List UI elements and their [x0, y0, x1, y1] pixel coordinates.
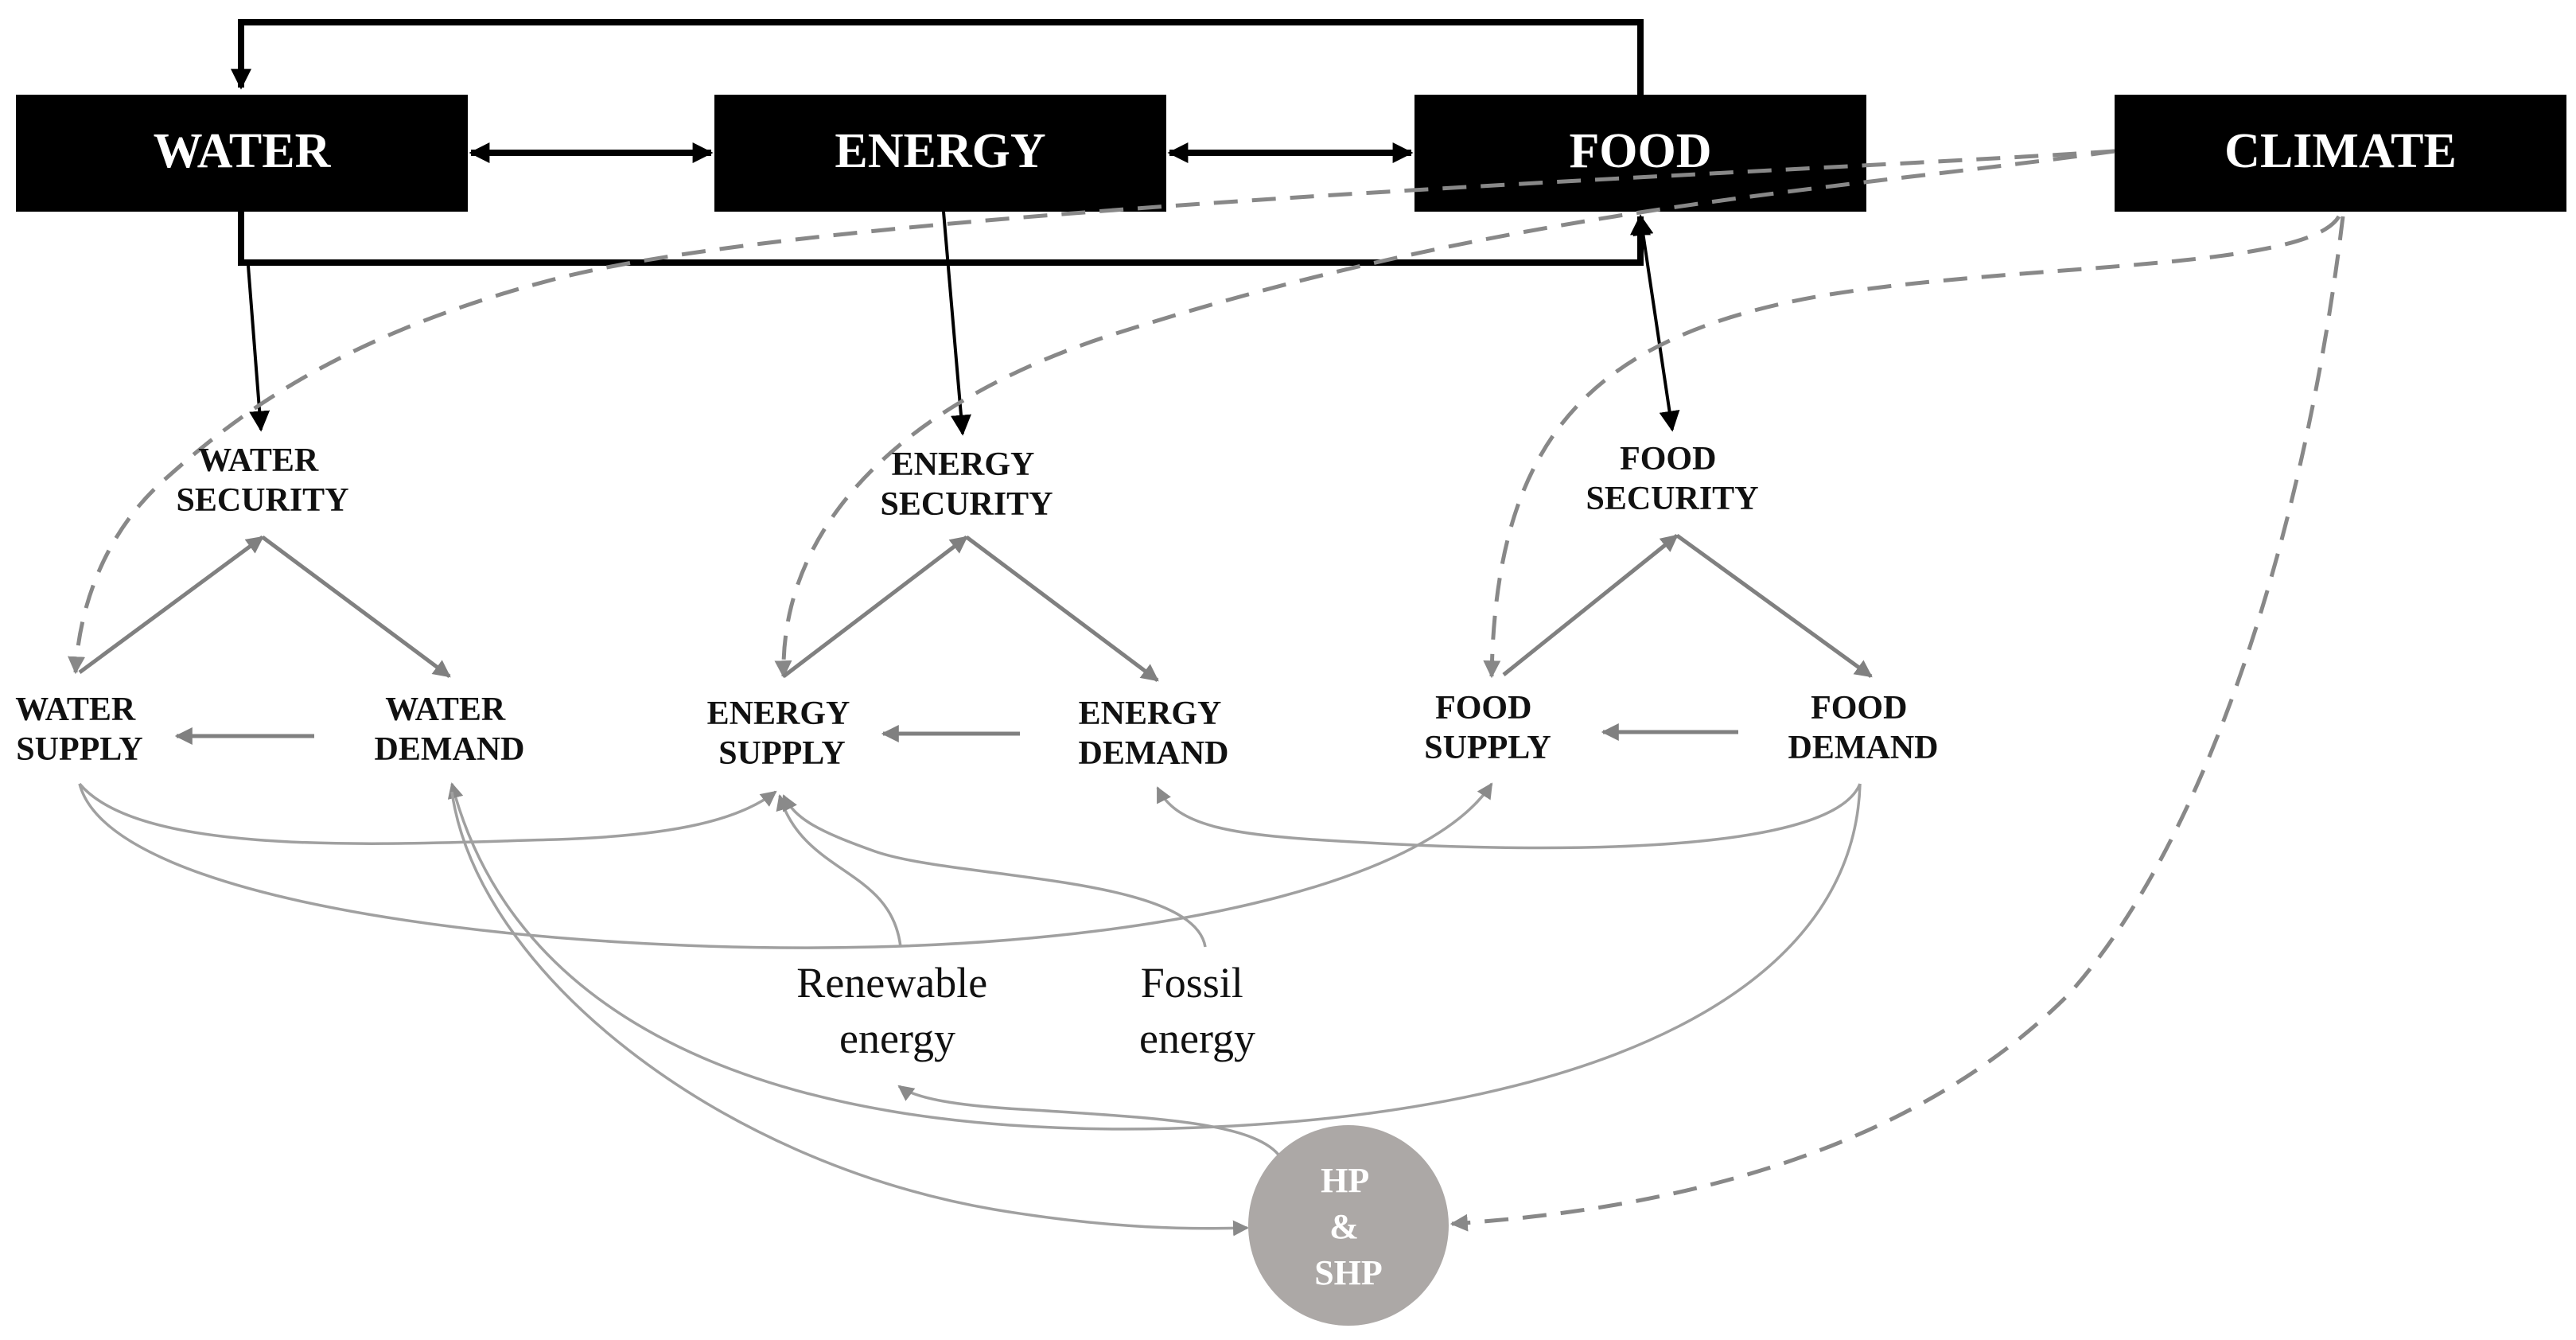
hp-shp-node: HP & SHP [1248, 1125, 1449, 1326]
water-box: WATER [16, 95, 468, 212]
renewable-to-energy-supply-curve [776, 794, 902, 948]
food-security-to-demand-arrow [1675, 533, 1873, 679]
food-demand-to-water-demand-curve [447, 782, 1862, 1131]
water-demand-label: WATER DEMAND [375, 691, 525, 768]
svg-text:CLIMATE: CLIMATE [2224, 124, 2457, 178]
fossil-to-energy-supply-curve [782, 794, 1207, 948]
climate-to-water-supply-dashed [68, 149, 2115, 675]
energy-security-label: ENERGY SECURITY [880, 446, 1053, 523]
water-demand-to-hp-curve [450, 791, 1249, 1237]
food-supply-label: FOOD SUPPLY [1424, 690, 1551, 766]
water-security-label: WATER SECURITY [176, 442, 348, 519]
water-supply-to-security-arrow [78, 535, 264, 675]
svg-text:WATER: WATER [154, 124, 332, 178]
water-supply-to-energy-supply-curve [78, 782, 777, 845]
energy-to-security-arrow [942, 211, 971, 436]
energy-supply-label: ENERGY SUPPLY [707, 695, 858, 772]
svg-text:HP & SHP: HP & SHP [1314, 1161, 1383, 1292]
food-box: FOOD [1414, 95, 1866, 212]
energy-supply-to-security-arrow [782, 536, 968, 678]
food-demand-to-energy-demand-curve [1156, 783, 1862, 850]
svg-text:ENERGY: ENERGY [835, 124, 1045, 178]
fossil-energy-label: Fossil energy [1139, 959, 1255, 1062]
climate-to-food-supply-dashed [1483, 215, 2341, 679]
water-supply-to-food-supply-curve [78, 782, 1493, 949]
energy-box: ENERGY [714, 95, 1166, 212]
food-supply-to-security-arrow [1502, 534, 1679, 676]
energy-security-to-demand-arrow [965, 536, 1159, 682]
food-demand-label: FOOD DEMAND [1788, 690, 1939, 766]
climate-to-hp-dashed [1449, 216, 2345, 1232]
climate-box: CLIMATE [2115, 95, 2566, 212]
food-to-security-arrow [1632, 214, 1680, 432]
water-supply-label: WATER SUPPLY [15, 691, 143, 768]
svg-text:FOOD: FOOD [1569, 124, 1711, 178]
food-security-label: FOOD SECURITY [1586, 441, 1758, 517]
energy-demand-label: ENERGY DEMAND [1079, 695, 1229, 772]
water-to-security-arrow [247, 265, 270, 432]
bottom-loop-connector [238, 212, 1651, 266]
climate-to-energy-supply-dashed [774, 149, 2115, 679]
renewable-energy-label: Renewable energy [796, 959, 998, 1062]
top-loop-connector [231, 19, 1644, 95]
hp-to-renewable-curve [897, 1085, 1282, 1159]
water-security-to-demand-arrow [261, 535, 451, 679]
